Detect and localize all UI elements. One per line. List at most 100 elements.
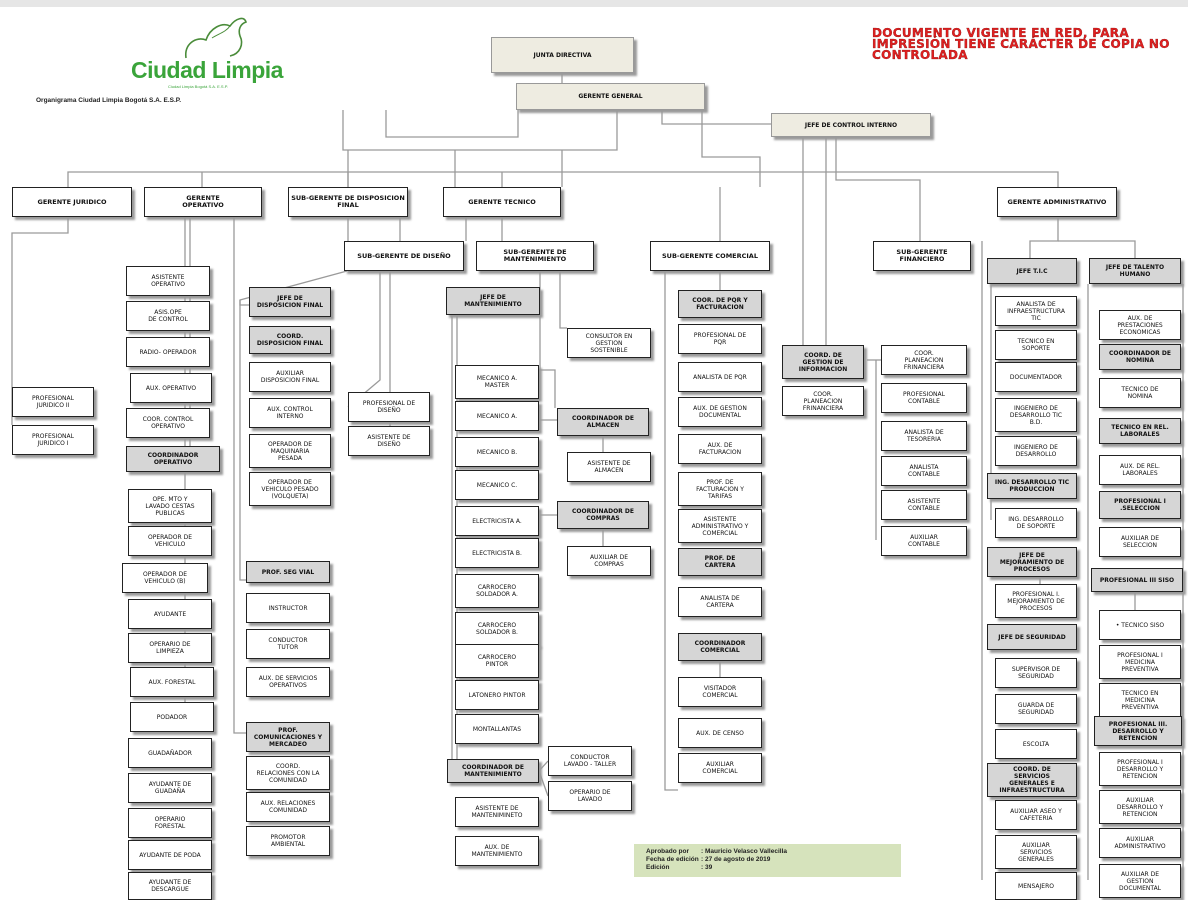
org-node-asis-ope-control: ASIS.OPE DE CONTROL: [126, 301, 210, 331]
org-node-profesional-pqr: PROFESIONAL DE PQR: [678, 324, 762, 354]
org-node-subgerente-mantenimiento: SUB-GERENTE DE MANTENIMIENTO: [476, 241, 594, 271]
org-node-prof-comunicaciones: PROF. COMUNICACIONES Y MERCADEO: [246, 722, 330, 752]
org-node-auxiliar-seleccion: AUXILIAR DE SELECCION: [1099, 527, 1181, 557]
org-node-tecnico-medicina: TECNICO EN MEDICINA PREVENTIVA: [1099, 683, 1181, 717]
connector-line: [11, 217, 69, 425]
org-node-tecnico-siso: • TECNICO SISO: [1099, 610, 1181, 640]
org-node-podador: PODADOR: [130, 702, 214, 732]
org-node-operario-forestal: OPERARIO FORESTAL: [128, 808, 212, 838]
org-node-electricista-a: ELECTRICISTA A.: [455, 506, 539, 536]
org-node-jefe-disposicion: JEFE DE DISPOSICION FINAL: [249, 287, 331, 317]
org-node-coor-planeacion-a: COOR. PLANEACION FRINANCIERA: [881, 345, 967, 375]
org-node-jefe-seguridad: JEFE DE SEGURIDAD: [987, 624, 1077, 650]
approval-block: Aprobado por: Mauricio Velasco Vallecill…: [634, 844, 901, 877]
edition-row: Edición: 39: [646, 864, 901, 872]
org-node-coor-pqr: COOR. DE PQR Y FACTURACION: [678, 290, 762, 318]
org-node-operador-vehiculo: OPERADOR DE VEHICULO: [128, 526, 212, 556]
org-node-conductor-tutor: CONDUCTOR TUTOR: [246, 629, 330, 659]
connector-line: [1058, 240, 1136, 258]
org-node-operador-vehiculo-b: OPERADOR DE VEHICULO (B): [122, 563, 208, 593]
org-node-latonero-pintor: LATONERO PINTOR: [455, 680, 539, 710]
approved-by-value: : Mauricio Velasco Vallecilla: [701, 848, 787, 855]
connector-line: [664, 271, 678, 791]
org-node-subgerente-comercial: SUB-GERENTE COMERCIAL: [650, 241, 770, 271]
org-node-conductor-lavado: CONDUCTOR LAVADO - TALLER: [548, 746, 632, 776]
org-node-auxiliar-disposicion: AUXILIAR DISPOSICION FINAL: [249, 362, 331, 392]
org-node-aux-mantenimiento: AUX. DE MANTENIMIENTO: [455, 836, 539, 866]
org-node-visitador-comercial: VISITADOR COMERCIAL: [678, 677, 762, 707]
org-node-coor-planeacion-b: COOR. PLANEACION FRINANCIERA: [782, 386, 864, 416]
org-node-ayudante: AYUDANTE: [128, 599, 212, 629]
org-node-asistente-contable: ASISTENTE CONTABLE: [881, 490, 967, 520]
org-node-ope-mto-lavado: OPE. MTO Y LAVADO CESTAS PUBLICAS: [128, 489, 212, 523]
connector-line: [67, 171, 1059, 187]
org-node-profesional-contable: PROFESIONAL CONTABLE: [881, 383, 967, 413]
connector-line: [539, 271, 556, 408]
ciudad-limpia-logo: [126, 14, 276, 82]
org-node-montallantas: MONTALLANTAS: [455, 714, 539, 744]
org-node-profesional-juridico-ii: PROFESIONAL JURIDICO II: [12, 387, 94, 417]
org-node-prof-seg-vial: PROF. SEG VIAL: [246, 561, 330, 583]
org-node-asistente-operativo: ASISTENTE OPERATIVO: [126, 266, 210, 296]
org-node-analista-contable: ANALISTA CONTABLE: [881, 456, 967, 486]
connector-line: [385, 110, 519, 138]
org-node-analista-infraestructura: ANALISTA DE INFRAESTRUCTURA TIC: [995, 296, 1077, 326]
org-node-promotor-ambiental: PROMOTOR AMBIENTAL: [246, 826, 330, 856]
org-node-ingeniero-desarrollo: INGENIERO DE DESARROLLO: [995, 436, 1077, 466]
dog-silhouette-icon: [185, 17, 248, 59]
org-node-aux-forestal: AUX. FORESTAL: [130, 667, 214, 697]
org-node-guadanador: GUADAÑADOR: [128, 738, 212, 768]
org-node-coord-relaciones: COORD. RELACIONES CON LA COMUNIDAD: [246, 756, 330, 790]
org-node-carrocero-b: CARROCERO SOLDADOR B.: [455, 612, 539, 646]
org-node-profesional-seleccion: PROFESIONAL I .SELECCION: [1099, 491, 1181, 519]
connector-line: [1029, 217, 1059, 258]
org-node-coordinador-mantenimiento: COORDINADOR DE MANTENIMIENTO: [447, 759, 539, 783]
org-node-profesional-diseno: PROFESIONAL DE DISEÑO: [348, 392, 430, 422]
top-border: [0, 0, 1188, 7]
edition-date-value: : 27 de agosto de 2019: [701, 856, 771, 863]
org-node-coor-control-operativo: COOR. CONTROL OPERATIVO: [126, 408, 210, 438]
connector-line: [701, 110, 761, 187]
edition-date-label: Fecha de edición: [646, 856, 699, 863]
org-node-asistente-diseno: ASISTENTE DE DISEÑO: [348, 426, 430, 456]
connector-line: [342, 110, 618, 151]
org-node-tecnico-nomina: TECNICO DE NOMINA: [1099, 378, 1181, 408]
connector-line: [233, 217, 246, 734]
logo-subtext: Ciudad Limpia Bogotá S.A. E.S.P.: [168, 84, 228, 89]
org-node-asistente-mantenimiento: ASISTENTE DE MANTENIMINETO: [455, 797, 539, 827]
connector-line: [239, 300, 246, 581]
org-node-subgerente-disposicion: SUB-GERENTE DE DISPOSICION FINAL: [288, 187, 408, 217]
org-node-profesional-medicina: PROFESIONAL I MEDICINA PREVENTIVA: [1099, 645, 1181, 679]
org-node-aux-facturacion: AUX. DE FACTURACION: [678, 434, 762, 464]
org-node-mecanico-a: MECANICO A.: [455, 401, 539, 431]
org-node-escolta: ESCOLTA: [995, 729, 1077, 759]
edition-value: : 39: [701, 864, 713, 871]
org-node-analista-tesoreria: ANALISTA DE TESORERIA: [881, 421, 967, 451]
org-node-aux-relaciones: AUX. RELACIONES COMUNIDAD: [246, 792, 330, 822]
org-node-mensajero: MENSAJERO: [995, 872, 1077, 900]
org-node-auxiliar-contable: AUXILIAR CONTABLE: [881, 526, 967, 556]
connector-line: [661, 110, 771, 125]
org-node-jefe-tic: JEFE T.I.C: [987, 258, 1077, 284]
org-node-consultor-gestion: CONSULTOR EN GESTION SOSTENIBLE: [567, 328, 651, 358]
org-node-auxiliar-gestion-documental: AUXILIAR DE GESTION DOCUMENTAL: [1099, 864, 1181, 898]
org-node-subgerente-financiero: SUB-GERENTE FINANCIERO: [873, 241, 971, 271]
org-node-gerente-general: GERENTE GENERAL: [516, 83, 705, 110]
connector-line: [559, 271, 567, 329]
org-node-ing-desarrollo-produccion: ING. DESARROLLO TIC PRODUCCION: [987, 473, 1077, 499]
org-node-auxiliar-servicios: AUXILIAR SERVICIOS GENERALES: [995, 835, 1077, 869]
org-node-aux-operativo: AUX. OPERATIVO: [130, 373, 212, 403]
org-node-operario-lavado: OPERARIO DE LAVADO: [548, 781, 632, 811]
org-node-aux-gestion-documental: AUX. DE GESTION DOCUMENTAL: [678, 397, 762, 427]
org-node-aux-prestaciones: AUX. DE PRESTACIONES ECONOMICAS: [1099, 310, 1181, 340]
org-node-mecanico-b: MECANICO B.: [455, 437, 539, 467]
org-node-gerente-operativo: GERENTE OPERATIVO: [144, 187, 262, 217]
org-node-electricista-b: ELECTRICISTA B.: [455, 538, 539, 568]
org-node-instructor: INSTRUCTOR: [246, 593, 330, 623]
edition-date-row: Fecha de edición: 27 de agosto de 2019: [646, 856, 901, 864]
org-node-tecnico-soporte: TECNICO EN SOPORTE: [995, 330, 1077, 360]
document-notice: Documento vigente en red, para impresión…: [872, 26, 1170, 62]
org-node-auxiliar-desarrollo: AUXILIAR DESARROLLO Y RETENCION: [1099, 790, 1181, 824]
org-node-coordinador-nomina: COORDINADOR DE NOMINA: [1099, 344, 1181, 370]
org-node-gerente-administrativo: GERENTE ADMINISTRATIVO: [997, 187, 1117, 217]
